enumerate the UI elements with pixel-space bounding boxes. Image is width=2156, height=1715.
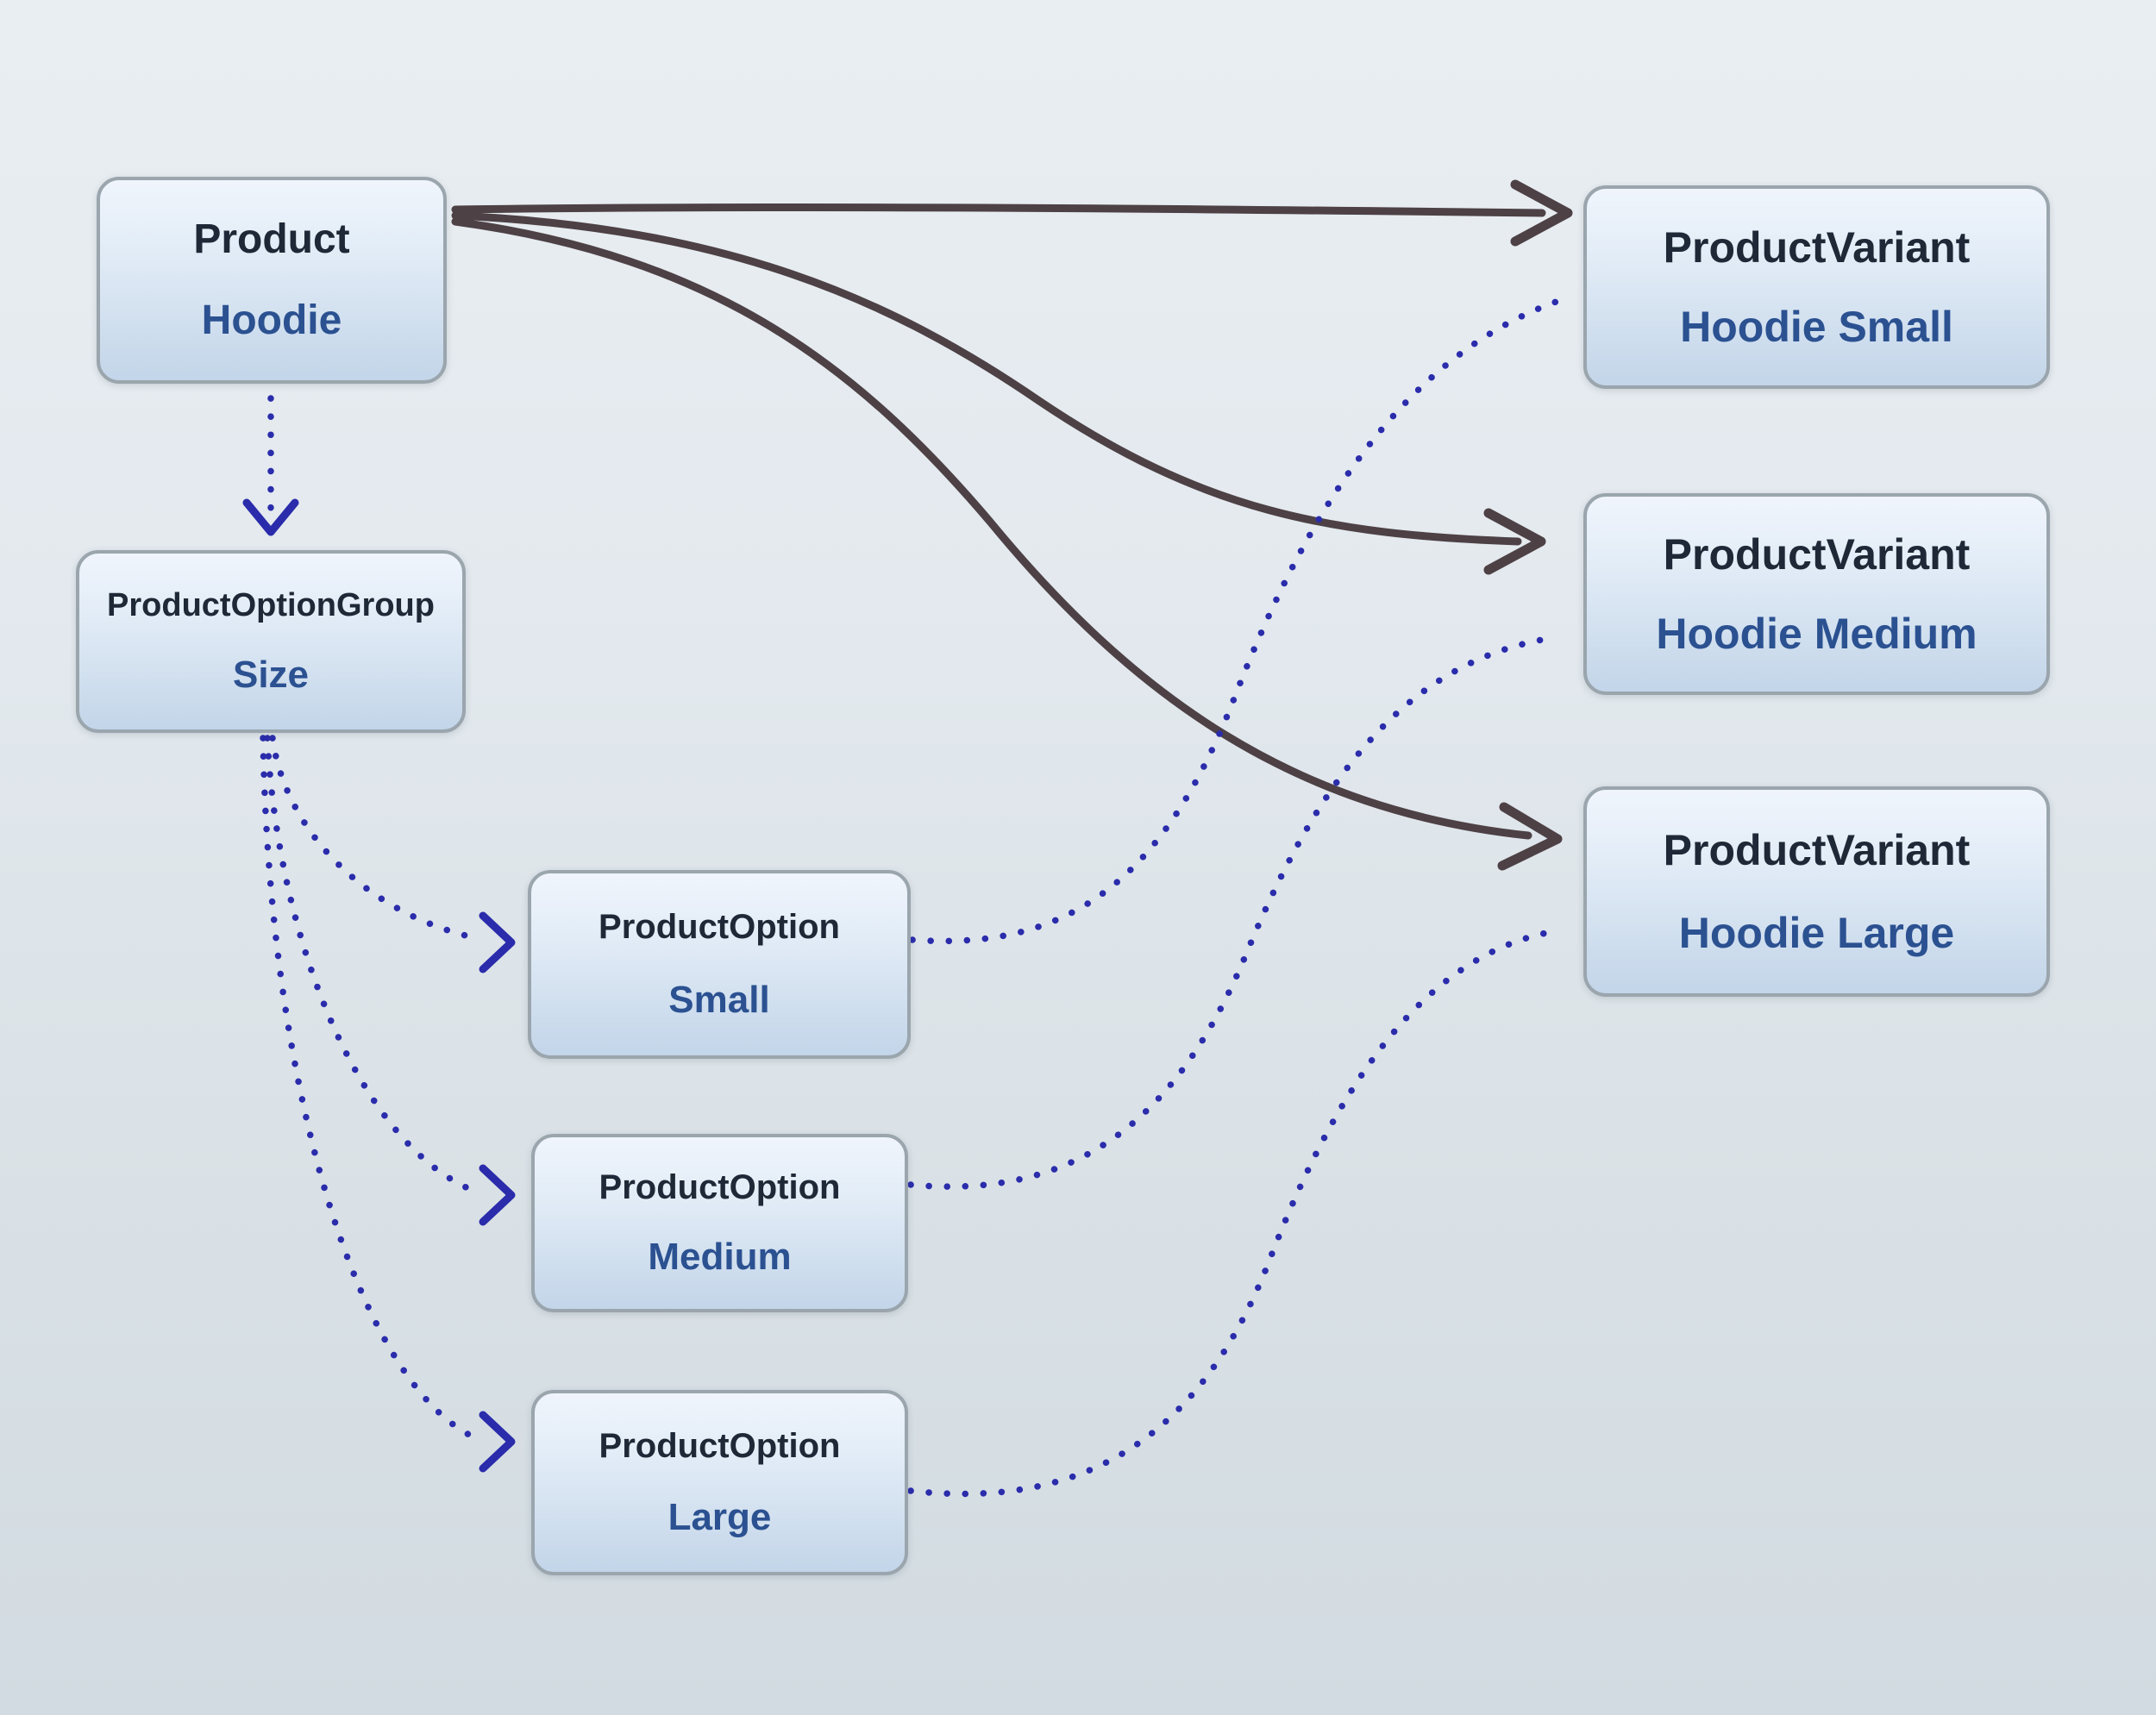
arrowhead-variant-large-icon xyxy=(1497,802,1563,871)
node-product: Product Hoodie xyxy=(97,177,447,384)
node-value: Hoodie Medium xyxy=(1656,610,1977,658)
node-value: Medium xyxy=(648,1235,792,1278)
edge-product-to-variant-small xyxy=(451,203,1546,217)
node-value: Hoodie Small xyxy=(1680,303,1953,352)
node-title: ProductOption xyxy=(599,908,840,947)
edge-group-to-option-medium xyxy=(264,735,479,1195)
node-title: ProductOption xyxy=(599,1168,841,1207)
arrowhead-option-group-icon xyxy=(242,498,299,536)
arrowhead-variant-medium-icon xyxy=(1483,508,1546,575)
node-value: Size xyxy=(232,654,310,697)
arrowhead-option-medium-icon xyxy=(479,1164,516,1226)
edge-product-to-variant-medium xyxy=(451,211,1522,546)
node-title: ProductVariant xyxy=(1663,530,1971,579)
node-value: Large xyxy=(667,1496,772,1538)
node-value: Small xyxy=(668,978,770,1021)
node-value: Hoodie Large xyxy=(1678,908,1955,957)
arrowhead-variant-small-icon xyxy=(1510,179,1573,247)
node-product-option-group: ProductOptionGroup Size xyxy=(76,550,466,733)
edge-option-medium-to-variant-medium xyxy=(907,636,1545,1190)
node-title: ProductOptionGroup xyxy=(107,586,435,623)
node-product-variant-small: ProductVariant Hoodie Small xyxy=(1583,185,2050,389)
edge-option-small-to-variant-small xyxy=(909,297,1564,945)
edge-group-to-option-small xyxy=(269,735,479,942)
node-title: Product xyxy=(193,216,350,263)
edge-option-large-to-variant-large xyxy=(907,929,1550,1498)
arrowhead-option-large-icon xyxy=(479,1411,516,1473)
node-title: ProductVariant xyxy=(1663,222,1971,272)
node-title: ProductOption xyxy=(599,1427,841,1465)
edge-product-to-variant-large xyxy=(451,217,1532,840)
node-product-variant-large: ProductVariant Hoodie Large xyxy=(1583,786,2050,997)
node-product-variant-medium: ProductVariant Hoodie Medium xyxy=(1583,493,2050,695)
node-product-option-large: ProductOption Large xyxy=(531,1390,908,1575)
node-product-option-medium: ProductOption Medium xyxy=(531,1134,908,1312)
node-title: ProductVariant xyxy=(1663,826,1971,875)
node-value: Hoodie xyxy=(201,297,342,343)
arrowhead-option-small-icon xyxy=(479,911,516,973)
edge-group-to-option-large xyxy=(260,735,479,1442)
node-product-option-small: ProductOption Small xyxy=(528,870,911,1059)
